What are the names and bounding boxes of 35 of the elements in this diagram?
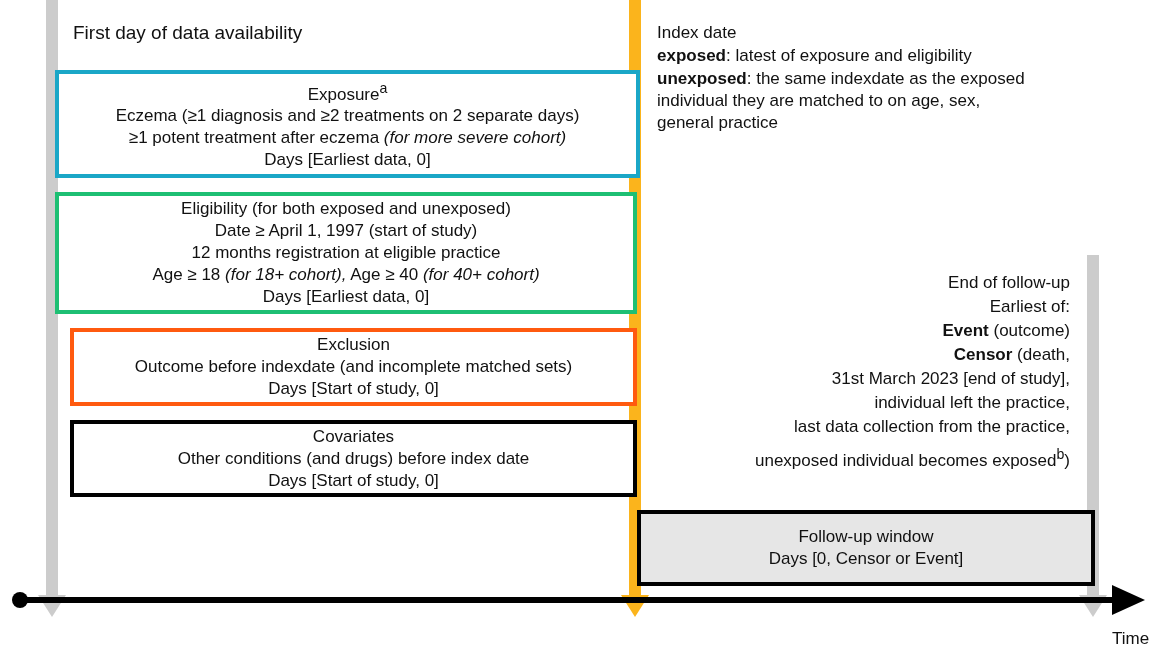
- follow-up-window-box: [637, 510, 1095, 586]
- box-text: Days [0, Censor or Event]: [767, 548, 965, 570]
- eligibility-box: [55, 192, 637, 314]
- covariates-box: [70, 420, 637, 497]
- box-text: Days [Earliest data, 0]: [261, 286, 431, 308]
- box-text: Days [Earliest data, 0]: [263, 149, 432, 172]
- index-date-heading: Index date: [657, 22, 737, 44]
- end-of-follow-up-heading: End of follow-up: [948, 272, 1070, 294]
- marker-label: First day of data availability: [73, 22, 303, 44]
- box-text: Outcome before indexdate (and incomplete matched sets): [133, 356, 574, 378]
- box-text: Eczema (≥1 diagnosis and ≥2 treatments on 2 separate days): [114, 105, 581, 128]
- note-text: Earliest of:: [989, 296, 1070, 318]
- box-heading: Covariates: [311, 425, 396, 448]
- box-heading: Follow-up window: [797, 526, 935, 548]
- note-text: unexposed individual becomes exposed$^{b}$): [754, 445, 1070, 472]
- box-text: 12 months registration at eligible practice: [190, 242, 502, 264]
- note-text: individual left the practice,: [874, 392, 1070, 414]
- box-text: Age ≥ 18 (for 18+ cohort), Age ≥ 40 (for 40+ cohort): [151, 264, 541, 286]
- box-text: Days [Start of study, 0]: [267, 378, 440, 400]
- box-text: Other conditions (and drugs) before index date: [176, 447, 531, 470]
- box-heading: Exposure$^{a}$: [306, 78, 389, 106]
- box-heading: Eligibility (for both exposed and unexposed): [180, 198, 512, 220]
- exclusion-box: [70, 328, 637, 406]
- note-text: 31st March 2023 [end of study],: [831, 368, 1070, 390]
- note-text: unexposed: the same indexdate as the exposed individual they are matched to on age, sex, general practice: [657, 68, 1026, 134]
- exposure-box: [55, 70, 640, 178]
- box-text: ≥1 potent treatment after eczema (for more severe cohort): [127, 127, 568, 150]
- box-text: Days [Start of study, 0]: [267, 469, 440, 492]
- box-text: Date ≥ April 1, 1997 (start of study): [213, 220, 479, 242]
- note-text: exposed: latest of exposure and eligibility: [657, 45, 972, 67]
- note-text: last data collection from the practice,: [794, 416, 1070, 438]
- box-heading: Exclusion: [316, 334, 391, 356]
- note-text: Event (outcome): [942, 320, 1070, 342]
- note-text: Censor (death,: [953, 344, 1070, 366]
- axis-label: Time: [1112, 628, 1150, 649]
